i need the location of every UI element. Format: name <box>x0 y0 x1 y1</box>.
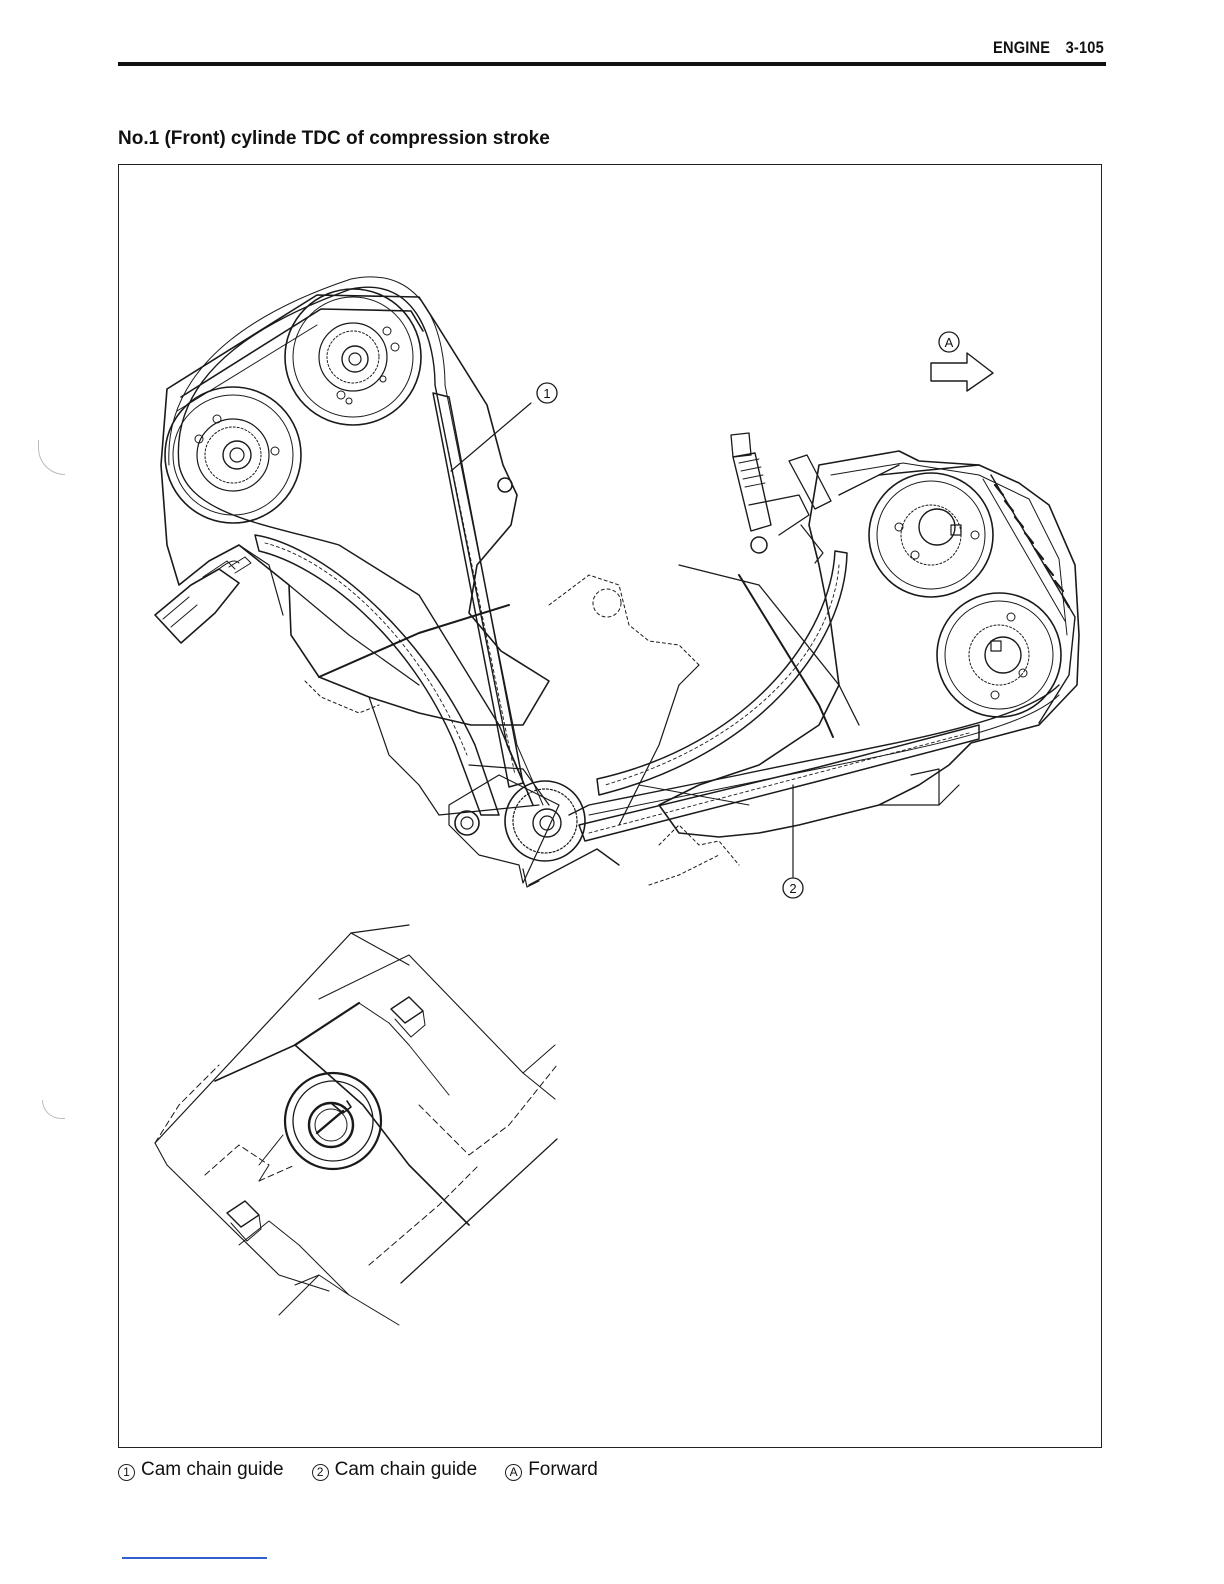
legend-item-2: 2 Cam chain guide <box>312 1459 478 1481</box>
legend-label-1: Cam chain guide <box>141 1459 284 1481</box>
forward-arrow-icon <box>931 353 993 391</box>
margin-mark <box>42 1100 65 1119</box>
front-exhaust-sprocket <box>165 387 301 523</box>
margin-mark <box>38 440 65 475</box>
header-text: ENGINE 3-105 <box>993 38 1104 58</box>
legend-mark-a: A <box>505 1464 522 1481</box>
cam-chain-diagram: 1 2 A <box>119 165 1101 1447</box>
callout-a-label: A <box>945 335 954 350</box>
front-chain-tensioner <box>155 557 251 643</box>
legend-label-2: Cam chain guide <box>335 1459 478 1481</box>
header-rule <box>118 62 1106 66</box>
callout-2-label: 2 <box>789 881 796 896</box>
callout-1: 1 <box>451 383 557 471</box>
legend-item-a: A Forward <box>505 1459 598 1481</box>
rear-intake-sprocket <box>869 473 993 597</box>
figure-legend: 1 Cam chain guide 2 Cam chain guide A Fo… <box>118 1459 598 1481</box>
crankshaft-sprocket <box>449 775 739 887</box>
forward-arrow: A <box>931 332 993 391</box>
header-page-number: 3-105 <box>1066 38 1104 57</box>
rear-exhaust-sprocket <box>937 593 1061 717</box>
center-block <box>319 565 859 825</box>
page-header: ENGINE 3-105 <box>118 36 1106 66</box>
legend-label-a: Forward <box>528 1459 598 1481</box>
header-section: ENGINE <box>993 38 1050 57</box>
callout-2: 2 <box>783 785 803 898</box>
bolt-hole <box>498 478 512 492</box>
bolt-hole <box>380 376 386 382</box>
bottom-link-underline[interactable] <box>122 1557 267 1559</box>
rear-chain-tensioner <box>731 433 831 563</box>
bolt-hole <box>346 398 352 404</box>
front-tensioner-blade <box>255 535 499 815</box>
inset-detail <box>155 925 557 1325</box>
legend-mark-1: 1 <box>118 1464 135 1481</box>
legend-mark-2: 2 <box>312 1464 329 1481</box>
cam-chain-guide-1 <box>433 393 523 787</box>
figure-frame: 1 2 A <box>118 164 1102 1448</box>
rear-tensioner-blade <box>597 551 847 795</box>
callout-1-label: 1 <box>543 386 550 401</box>
page-title: No.1 (Front) cylinde TDC of compression … <box>118 128 550 150</box>
legend-item-1: 1 Cam chain guide <box>118 1459 284 1481</box>
